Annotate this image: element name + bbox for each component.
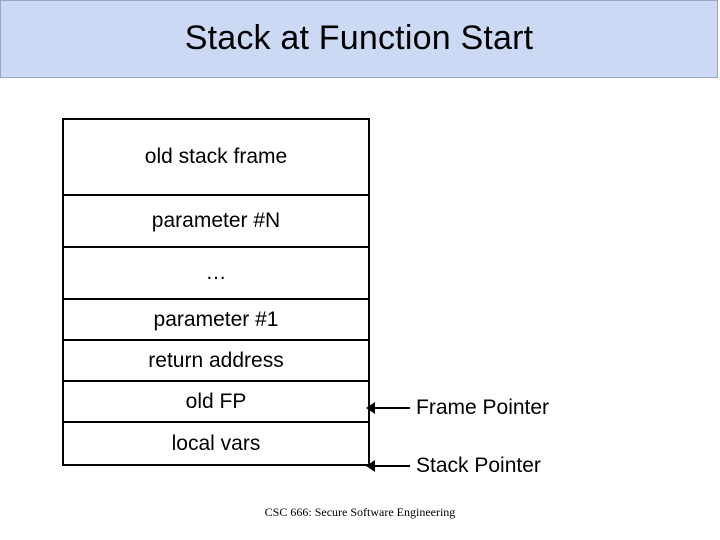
stack-cell-old-stack-frame: old stack frame: [64, 120, 368, 196]
stack-pointer-label: Stack Pointer: [416, 454, 541, 477]
frame-pointer-label: Frame Pointer: [416, 396, 550, 419]
slide-title-bar: Stack at Function Start: [0, 0, 718, 78]
stack-cell-old-fp: old FP: [64, 382, 368, 423]
stack-diagram: old stack frame parameter #N … parameter…: [62, 118, 370, 466]
slide-footer: CSC 666: Secure Software Engineering: [264, 505, 456, 519]
stack-cell-parameter-1: parameter #1: [64, 300, 368, 341]
stack-cell-ellipsis: …: [64, 248, 368, 300]
arrow-left-icon: [366, 460, 410, 472]
stack-cell-return-address: return address: [64, 341, 368, 382]
page-title: Stack at Function Start: [184, 19, 534, 58]
stack-cell-local-vars: local vars: [64, 423, 368, 464]
stack-cell-parameter-n: parameter #N: [64, 196, 368, 248]
stack-pointer-marker: Stack Pointer: [366, 454, 541, 477]
arrow-left-icon: [366, 402, 410, 414]
frame-pointer-marker: Frame Pointer: [366, 396, 550, 419]
